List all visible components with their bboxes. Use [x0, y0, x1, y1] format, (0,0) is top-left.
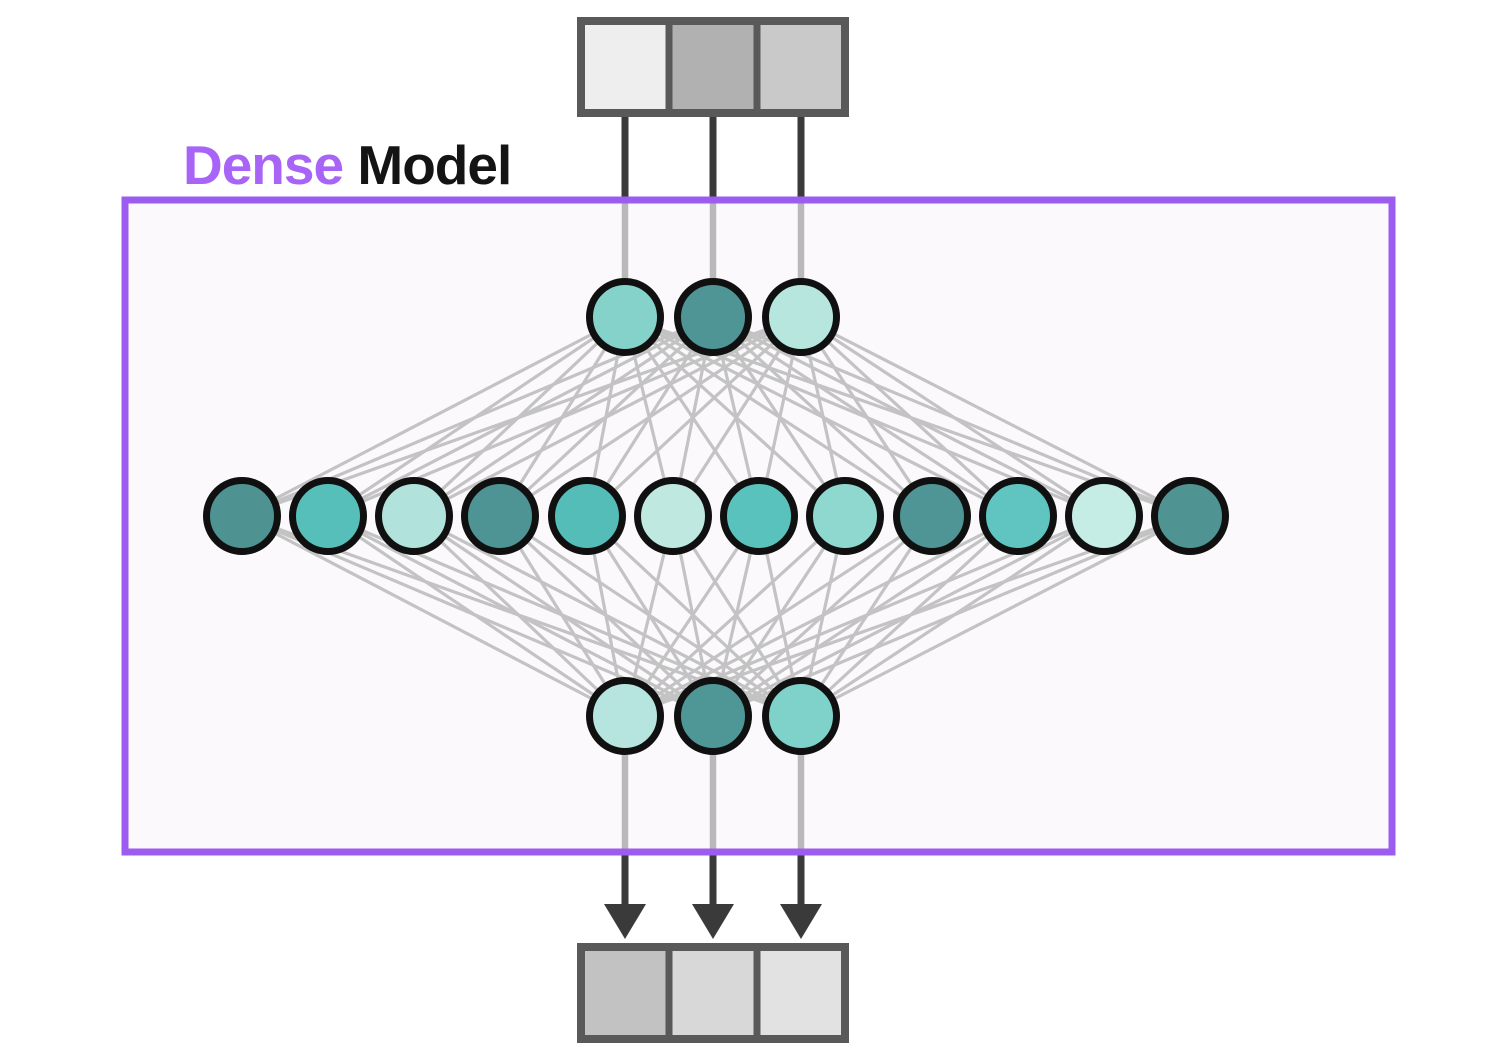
connection-line	[671, 316, 803, 517]
neuron-node	[979, 477, 1057, 555]
connection-line	[499, 315, 802, 518]
input-token-box-frame	[577, 17, 849, 117]
title-model: Model	[357, 134, 512, 196]
connection-line	[585, 315, 803, 518]
diagram-title: Dense Model	[183, 138, 512, 193]
neuron-node	[806, 477, 884, 555]
neuron-node	[634, 477, 712, 555]
output-arrowhead	[780, 904, 822, 939]
output-token-box-cell	[665, 943, 761, 1043]
title-space	[343, 134, 357, 196]
neuron-node	[461, 477, 539, 555]
model-panel-border	[121, 196, 1396, 856]
neuron-node	[893, 477, 971, 555]
output-arrowhead	[604, 904, 646, 939]
connection-line	[800, 514, 1191, 718]
neuron-node	[289, 477, 367, 555]
connection-line	[799, 315, 1020, 518]
connection-line	[800, 315, 1105, 518]
connection-line	[412, 514, 627, 718]
neuron-node	[203, 477, 281, 555]
neuron-node	[1151, 477, 1229, 555]
connection-line	[799, 316, 934, 517]
connection-line	[413, 315, 802, 518]
connection-line	[623, 514, 847, 718]
connection-line	[800, 315, 1191, 518]
neuron-node	[762, 278, 840, 356]
connection-line	[241, 514, 626, 718]
input-token-box-cell	[753, 17, 849, 117]
connection-line	[624, 514, 1019, 718]
connection-line	[624, 514, 933, 718]
neuron-node	[586, 677, 664, 755]
output-token-box-cell	[577, 943, 673, 1043]
neuron-node	[548, 477, 626, 555]
output-token-box-frame	[577, 943, 849, 1043]
neuron-node	[586, 278, 664, 356]
connection-line	[327, 514, 626, 718]
output-arrowhead	[692, 904, 734, 939]
connection-line	[498, 515, 627, 717]
title-dense: Dense	[183, 134, 344, 196]
connection-line	[623, 515, 761, 717]
neuron-node	[674, 677, 752, 755]
input-token-box-cell	[577, 17, 673, 117]
neuron-node	[762, 677, 840, 755]
neuron-node	[375, 477, 453, 555]
neuron-node	[720, 477, 798, 555]
neuron-node	[674, 278, 752, 356]
connection-line	[241, 315, 626, 518]
neuron-node	[1065, 477, 1143, 555]
input-token-box-cell	[665, 17, 761, 117]
output-token-box-cell	[753, 943, 849, 1043]
